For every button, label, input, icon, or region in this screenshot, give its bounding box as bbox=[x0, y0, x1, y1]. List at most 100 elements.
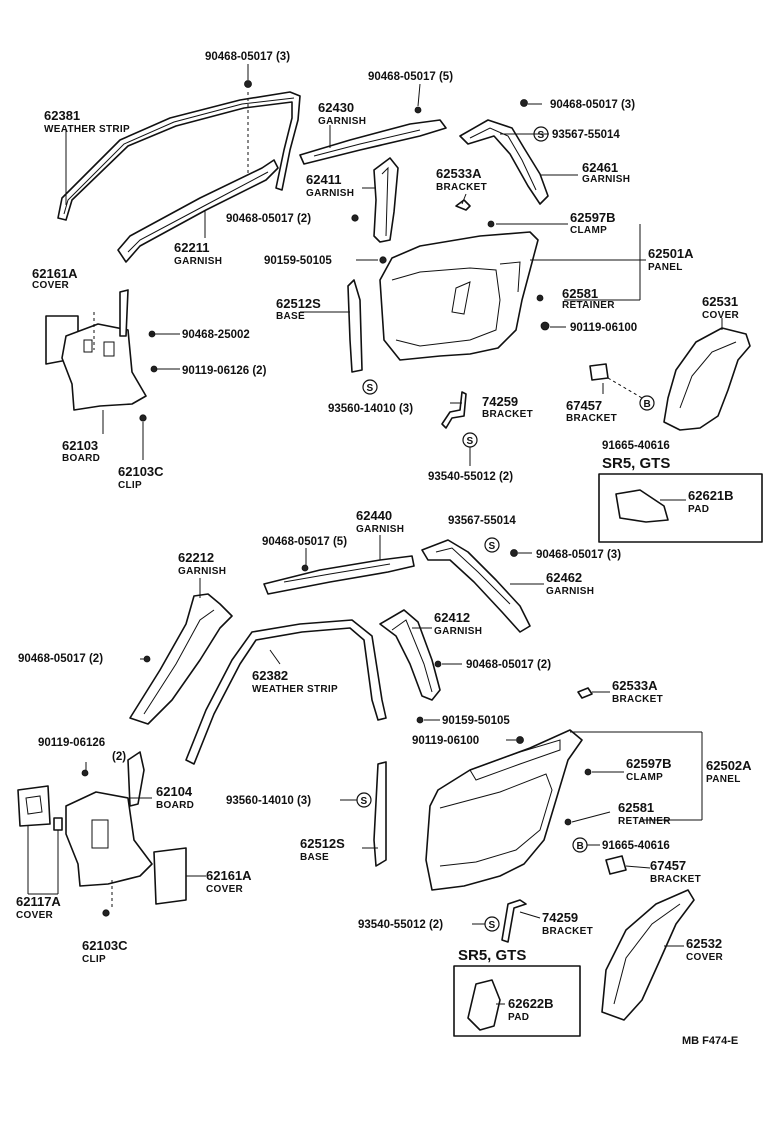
board-62103[interactable] bbox=[61, 289, 147, 411]
part-number-label: 62581 bbox=[618, 800, 654, 815]
part-number-label: 67457 bbox=[566, 398, 602, 413]
part-name-label: COVER bbox=[16, 910, 54, 921]
part-name-label: COVER bbox=[206, 884, 244, 895]
part-name-label: PAD bbox=[688, 504, 709, 515]
board-62104[interactable] bbox=[65, 751, 153, 887]
fastener-icon bbox=[102, 909, 110, 917]
part-number-label: 91665-40616 bbox=[602, 440, 670, 452]
leader-lines bbox=[65, 64, 723, 1005]
garnish-62211[interactable] bbox=[117, 159, 279, 263]
part-number-label: 90119-06100 bbox=[412, 735, 479, 747]
bracket-74259[interactable] bbox=[441, 391, 467, 429]
part-name-label: BRACKET bbox=[436, 182, 487, 193]
part-number-label: 62382 bbox=[252, 668, 288, 683]
cover-62161a[interactable] bbox=[153, 847, 187, 905]
part-number-label: 93540-55012 (2) bbox=[428, 471, 513, 483]
part-name-label: COVER bbox=[702, 310, 740, 321]
part-number-label: 90468-25002 bbox=[182, 329, 250, 341]
part-number-label: 93560-14010 (3) bbox=[226, 795, 311, 807]
garnish-62461[interactable] bbox=[459, 119, 549, 205]
part-number-label: 90468-05017 (5) bbox=[368, 71, 453, 83]
cover-62117a[interactable] bbox=[17, 785, 63, 831]
part-name-label: WEATHER STRIP bbox=[44, 124, 130, 135]
part-name-label: BOARD bbox=[62, 453, 100, 464]
part-name-label: CLAMP bbox=[570, 225, 607, 236]
fastener-icon bbox=[143, 655, 151, 663]
variant-heading: SR5, GTS bbox=[602, 455, 670, 472]
part-name-label: RETAINER bbox=[618, 816, 671, 827]
part-number-label: 90468-05017 (2) bbox=[18, 653, 103, 665]
part-number-label: 90119-06126 bbox=[38, 737, 105, 749]
garnish-62411[interactable] bbox=[373, 157, 399, 243]
part-number-label: 62430 bbox=[318, 100, 354, 115]
base-62512s[interactable] bbox=[347, 279, 363, 373]
s-mark-icon: S bbox=[362, 379, 378, 395]
part-name-label: COVER bbox=[32, 280, 70, 291]
svg-text:S: S bbox=[467, 436, 474, 447]
garnish-62462[interactable] bbox=[421, 539, 531, 633]
part-number-label: 62103 bbox=[62, 438, 98, 453]
part-number-label: 90468-05017 (3) bbox=[550, 99, 635, 111]
svg-text:S: S bbox=[538, 130, 545, 141]
part-number-label: 62411 bbox=[306, 172, 341, 187]
fastener-icon bbox=[81, 660, 524, 777]
variant-heading: SR5, GTS bbox=[458, 947, 526, 964]
pad-62622b[interactable] bbox=[467, 979, 501, 1031]
fastener-icon bbox=[351, 214, 387, 264]
part-number-label: 62533A bbox=[436, 166, 482, 181]
part-number-label: 90468-05017 (5) bbox=[262, 536, 347, 548]
part-number-label: 90468-05017 (2) bbox=[466, 659, 551, 671]
diagram-code-footer: MB F474-E bbox=[682, 1035, 738, 1047]
panel-62502a[interactable] bbox=[425, 729, 583, 891]
garnish-62212[interactable] bbox=[129, 593, 233, 725]
part-name-label: BRACKET bbox=[650, 874, 701, 885]
weather-strip-62381[interactable] bbox=[57, 91, 301, 221]
part-number-label: 74259 bbox=[482, 394, 518, 409]
base-62512s[interactable] bbox=[373, 761, 387, 867]
bracket-62533a[interactable] bbox=[577, 687, 593, 699]
garnish-62440[interactable] bbox=[263, 555, 415, 595]
part-number-label: 67457 bbox=[650, 858, 686, 873]
part-number-label: 62622B bbox=[508, 996, 554, 1011]
garnish-62430[interactable] bbox=[299, 119, 447, 165]
panel-62501a[interactable] bbox=[379, 231, 539, 361]
fastener-icon bbox=[414, 99, 528, 114]
part-name-label: GARNISH bbox=[356, 524, 404, 535]
part-number-label: 62597B bbox=[626, 756, 672, 771]
part-name-label: COVER bbox=[686, 952, 724, 963]
bracket-74259[interactable] bbox=[501, 899, 527, 943]
part-name-label: CLIP bbox=[82, 954, 106, 965]
bottom-assembly: S bbox=[17, 537, 695, 1037]
bracket-67457[interactable] bbox=[589, 363, 609, 381]
labels-top: 90468-05017 (3) 62381 WEATHER STRIP 9046… bbox=[32, 51, 740, 515]
part-number-label: 62212 bbox=[178, 550, 214, 565]
s-mark-icon: S bbox=[484, 537, 500, 553]
part-number-label: 62512S bbox=[300, 836, 345, 851]
part-name-label: BRACKET bbox=[566, 413, 617, 424]
part-number-label: 62501A bbox=[648, 246, 694, 261]
part-number-label: 62117A bbox=[16, 894, 61, 909]
cover-62531[interactable] bbox=[663, 327, 751, 431]
part-number-label: 62597B bbox=[570, 210, 616, 225]
part-number-label: 62161A bbox=[32, 266, 78, 281]
pad-62621b[interactable] bbox=[615, 489, 669, 523]
part-number-label: 93567-55014 bbox=[552, 129, 620, 141]
part-name-label: GARNISH bbox=[318, 116, 366, 127]
part-name-label: PANEL bbox=[648, 262, 683, 273]
part-number-label: 90159-50105 bbox=[264, 255, 332, 267]
weather-strip-62382[interactable] bbox=[185, 619, 387, 765]
part-name-label: BASE bbox=[276, 311, 305, 322]
bracket-62533a[interactable] bbox=[455, 199, 471, 211]
s-mark-icon: S bbox=[356, 792, 372, 808]
part-name-label: GARNISH bbox=[174, 256, 222, 267]
part-name-label: GARNISH bbox=[434, 626, 482, 637]
part-number-label: 62621B bbox=[688, 488, 734, 503]
bracket-67457[interactable] bbox=[605, 855, 627, 875]
part-name-label: GARNISH bbox=[546, 586, 594, 597]
part-number-label: 93540-55012 (2) bbox=[358, 919, 443, 931]
fastener-icon bbox=[244, 80, 252, 88]
garnish-62412[interactable] bbox=[379, 609, 441, 701]
b-mark-icon: B bbox=[572, 837, 588, 853]
cover-62532[interactable] bbox=[601, 889, 695, 1021]
part-name-label: BRACKET bbox=[482, 409, 533, 420]
